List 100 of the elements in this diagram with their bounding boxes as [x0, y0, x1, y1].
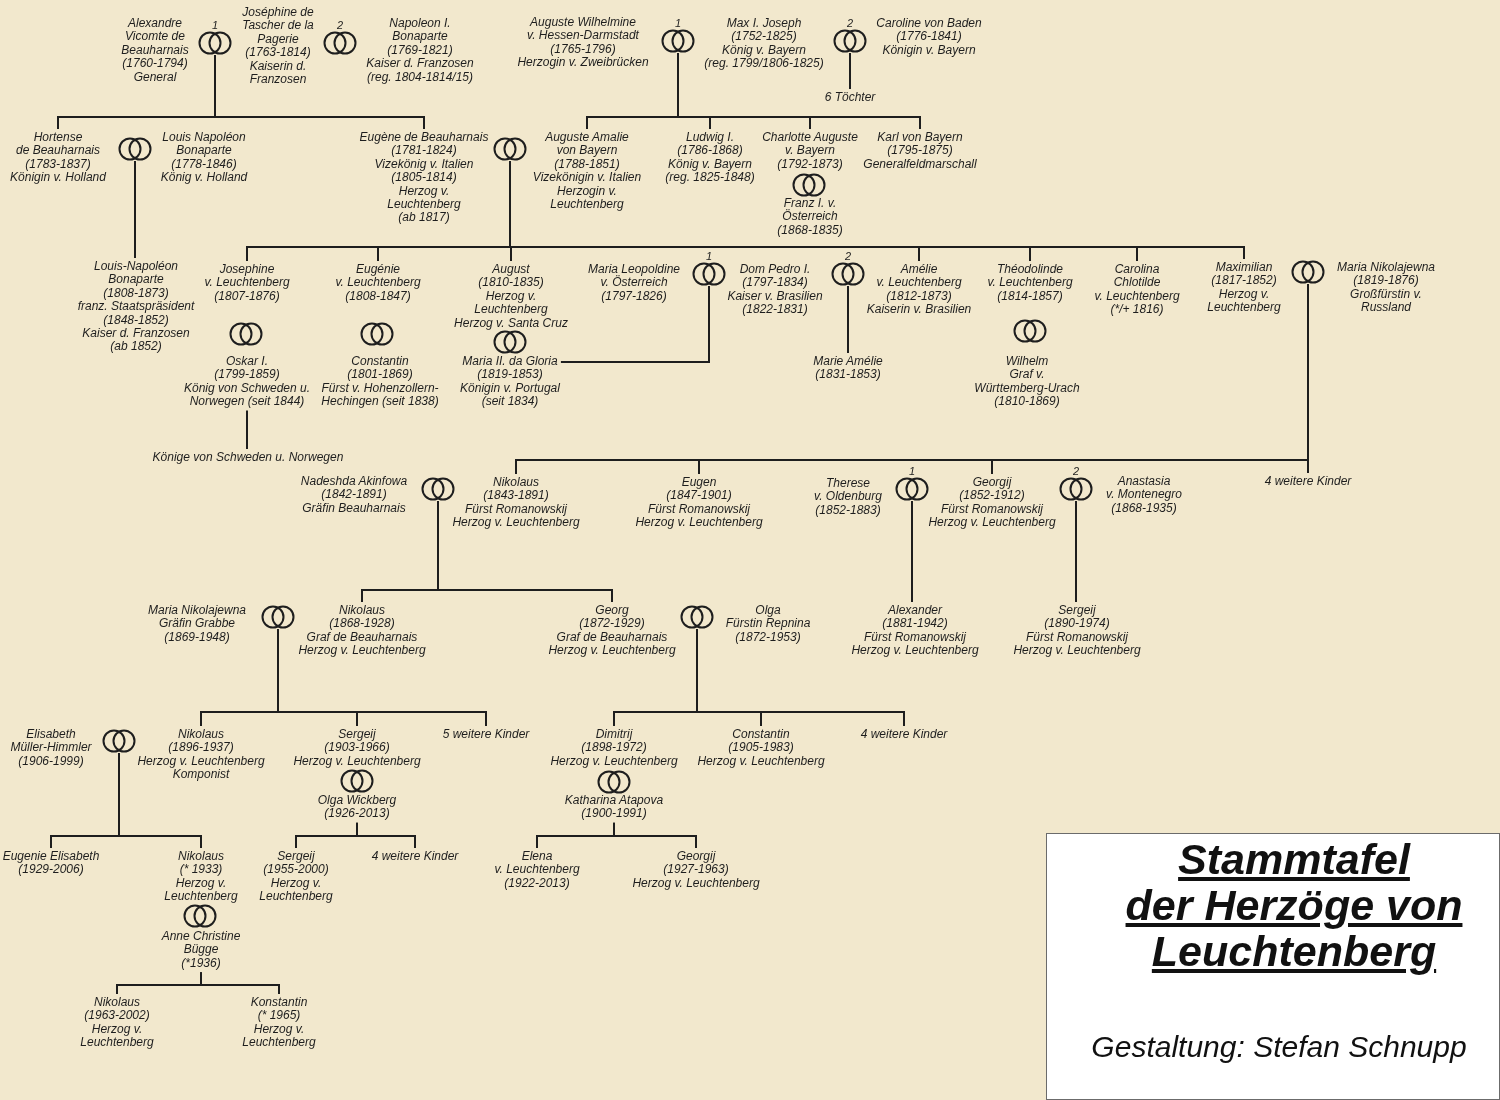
- person-entry: Théodolinde v. Leuchtenberg (1814-1857): [986, 261, 1074, 306]
- person-entry: Anne Christine Bügge (*1936): [160, 928, 242, 973]
- wedding-rings-icon: [229, 322, 263, 346]
- connector-line: [677, 52, 921, 130]
- marriage-number: 1: [674, 17, 682, 29]
- connector-line: [847, 285, 849, 354]
- person-entry: Nikolaus (1843-1891) Fürst Romanowskij Herzog v. Leuchtenberg: [451, 474, 581, 532]
- connector-line: [200, 971, 280, 995]
- person-entry: Oskar I. (1799-1859) König von Schweden u. Norwegen (seit 1844): [182, 353, 312, 411]
- connector-line: [613, 821, 697, 849]
- connector-line: [1075, 500, 1077, 603]
- person-entry: Louis Napoléon Bonaparte (1778-1846) König v. Holland: [159, 129, 249, 187]
- marriage-number: 1: [908, 465, 916, 477]
- person-entry: August (1810-1835) Herzog v. Leuchtenberg Herzog v. Santa Cruz: [453, 261, 569, 333]
- person-entry: Auguste Amalie von Bayern (1788-1851) Vizekönigin v. Italien Herzogin v. Leuchtenberg: [531, 129, 643, 214]
- person-entry: Nikolaus (1868-1928) Graf de Beauharnais Herzog v. Leuchtenberg: [297, 602, 427, 660]
- person-entry: Maria Leopoldine v. Österreich (1797-1826): [586, 261, 682, 305]
- person-entry: Konstantin (* 1965) Herzog v. Leuchtenberg: [241, 994, 317, 1052]
- person-entry: Ludwig I. (1786-1868) König v. Bayern (reg. 1825-1848): [664, 129, 756, 187]
- person-entry: Therese v. Oldenburg (1852-1883): [813, 475, 883, 519]
- wedding-rings-icon: [340, 769, 374, 793]
- diagram-title: Stammtafel der Herzöge von Leuchtenberg: [1125, 836, 1463, 974]
- person-entry: Georgij (1927-1963) Herzog v. Leuchtenberg: [631, 848, 761, 893]
- connector-line: [509, 160, 1245, 260]
- person-entry: Josephine v. Leuchtenberg (1807-1876): [203, 261, 291, 306]
- person-entry: Franz I. v. Österreich (1868-1835): [776, 195, 844, 239]
- person-entry: Constantin (1905-1983) Herzog v. Leuchtenberg: [696, 726, 826, 771]
- person-entry: Dom Pedro I. (1797-1834) Kaiser v. Brasilien (1822-1831): [726, 261, 824, 319]
- wedding-rings-icon: [493, 330, 527, 354]
- person-entry: Olga Wickberg (1926-2013): [316, 792, 398, 823]
- wedding-rings-icon: [1291, 260, 1325, 284]
- wedding-rings-icon: [792, 173, 826, 197]
- connector-line: [849, 52, 851, 90]
- person-entry: Eugenie Elisabeth (1929-2006): [1, 848, 101, 879]
- connector-line: [356, 821, 416, 849]
- person-entry: Louis-Napoléon Bonaparte (1808-1873) franz. Staatspräsident (1848-1852) Kaiser d. Franzosen (ab 1852): [76, 258, 196, 356]
- person-entry: Karl von Bayern (1795-1875) Generalfeldmarschall: [862, 129, 978, 174]
- person-entry: Nikolaus (1963-2002) Herzog v. Leuchtenberg: [79, 994, 155, 1052]
- wedding-rings-icon: [261, 605, 295, 629]
- person-entry: Anastasia v. Montenegro (1868-1935): [1105, 473, 1183, 517]
- designer-credit: Gestaltung: Stefan Schnupp: [1091, 1030, 1467, 1064]
- person-entry: Alexander (1881-1942) Fürst Romanowskij Herzog v. Leuchtenberg: [850, 602, 980, 660]
- descendants-note: 6 Töchter: [823, 89, 877, 107]
- wedding-rings-icon: [692, 262, 726, 286]
- connector-line: [214, 54, 425, 130]
- wedding-rings-icon: [1059, 477, 1093, 501]
- wedding-rings-icon: [833, 29, 867, 53]
- person-entry: Olga Fürstin Repnina (1872-1953): [724, 602, 812, 646]
- person-entry: Caroline von Baden (1776-1841) Königin v. Bayern: [875, 15, 983, 59]
- marriage-number: 1: [211, 19, 219, 31]
- wedding-rings-icon: [493, 137, 527, 161]
- wedding-rings-icon: [597, 770, 631, 794]
- person-entry: Auguste Wilhelmine v. Hessen-Darmstadt (1765-1796) Herzogin v. Zweibrücken: [516, 14, 650, 72]
- wedding-rings-icon: [360, 322, 394, 346]
- marriage-number: 2: [844, 250, 852, 262]
- person-entry: Maria II. da Gloria (1819-1853) Königin v. Portugal (seit 1834): [459, 353, 561, 411]
- marriage-number: 2: [1072, 465, 1080, 477]
- wedding-rings-icon: [118, 137, 152, 161]
- marriage-number: 2: [336, 19, 344, 31]
- connector-line: [118, 752, 202, 849]
- connector-line: [696, 628, 905, 727]
- descendants-note: Könige von Schweden u. Norwegen: [151, 449, 345, 467]
- wedding-rings-icon: [661, 29, 695, 53]
- person-entry: Nikolaus (* 1933) Herzog v. Leuchtenberg: [163, 848, 239, 906]
- person-entry: Eugène de Beauharnais (1781-1824) Vizekönig v. Italien (1805-1814) Herzog v. Leuchtenberg (ab 1817): [358, 129, 490, 227]
- person-entry: Maria Nikolajewna Gräfin Grabbe (1869-1948): [147, 602, 247, 646]
- connector-line: [911, 500, 913, 603]
- connector-line: [1307, 283, 1309, 474]
- person-entry: Nadeshda Akinfowa (1842-1891) Gräfin Beauharnais: [299, 473, 409, 517]
- person-entry: Katharina Atapova (1900-1991): [563, 792, 665, 823]
- person-entry: Eugénie v. Leuchtenberg (1808-1847): [334, 261, 422, 306]
- person-entry: Hortense de Beauharnais (1783-1837) Königin v. Holland: [9, 129, 107, 187]
- wedding-rings-icon: [1013, 319, 1047, 343]
- connector-line: [559, 285, 710, 363]
- wedding-rings-icon: [421, 477, 455, 501]
- person-entry: Constantin (1801-1869) Fürst v. Hohenzollern-Hechingen (seit 1838): [320, 353, 440, 411]
- person-entry: Elena v. Leuchtenberg (1922-2013): [493, 848, 581, 893]
- person-entry: Sergeij (1955-2000) Herzog v. Leuchtenberg: [258, 848, 334, 906]
- person-entry: Sergeij (1903-1966) Herzog v. Leuchtenberg: [292, 726, 422, 771]
- wedding-rings-icon: [323, 31, 357, 55]
- marriage-number: 2: [846, 17, 854, 29]
- descendants-note: 4 weitere Kinder: [370, 848, 460, 866]
- descendants-note: 4 weitere Kinder: [1263, 473, 1353, 491]
- person-entry: Joséphine de Tascher de la Pagerie (1763-1814) Kaiserin d. Franzosen: [241, 4, 315, 89]
- connector-line: [246, 409, 248, 450]
- person-entry: Maria Nikolajewna (1819-1876) Großfürstin v. Russland: [1336, 259, 1436, 317]
- person-entry: Georgij (1852-1912) Fürst Romanowskij Herzog v. Leuchtenberg: [927, 474, 1057, 532]
- wedding-rings-icon: [680, 605, 714, 629]
- connector-line: [277, 628, 487, 727]
- person-entry: Georg (1872-1929) Graf de Beauharnais Herzog v. Leuchtenberg: [547, 602, 677, 660]
- descendants-note: 4 weitere Kinder: [859, 726, 949, 744]
- wedding-rings-icon: [183, 904, 217, 928]
- connector-line: [134, 160, 136, 259]
- marriage-number: 1: [705, 250, 713, 262]
- connector-line: [437, 500, 613, 603]
- person-entry: Charlotte Auguste v. Bayern (1792-1873): [761, 129, 859, 174]
- person-entry: Maximilian (1817-1852) Herzog v. Leuchtenberg: [1206, 259, 1282, 317]
- person-entry: Nikolaus (1896-1937) Herzog v. Leuchtenberg Komponist: [136, 726, 266, 784]
- person-entry: Marie Amélie (1831-1853): [812, 353, 884, 384]
- person-entry: Dimitrij (1898-1972) Herzog v. Leuchtenberg: [549, 726, 679, 771]
